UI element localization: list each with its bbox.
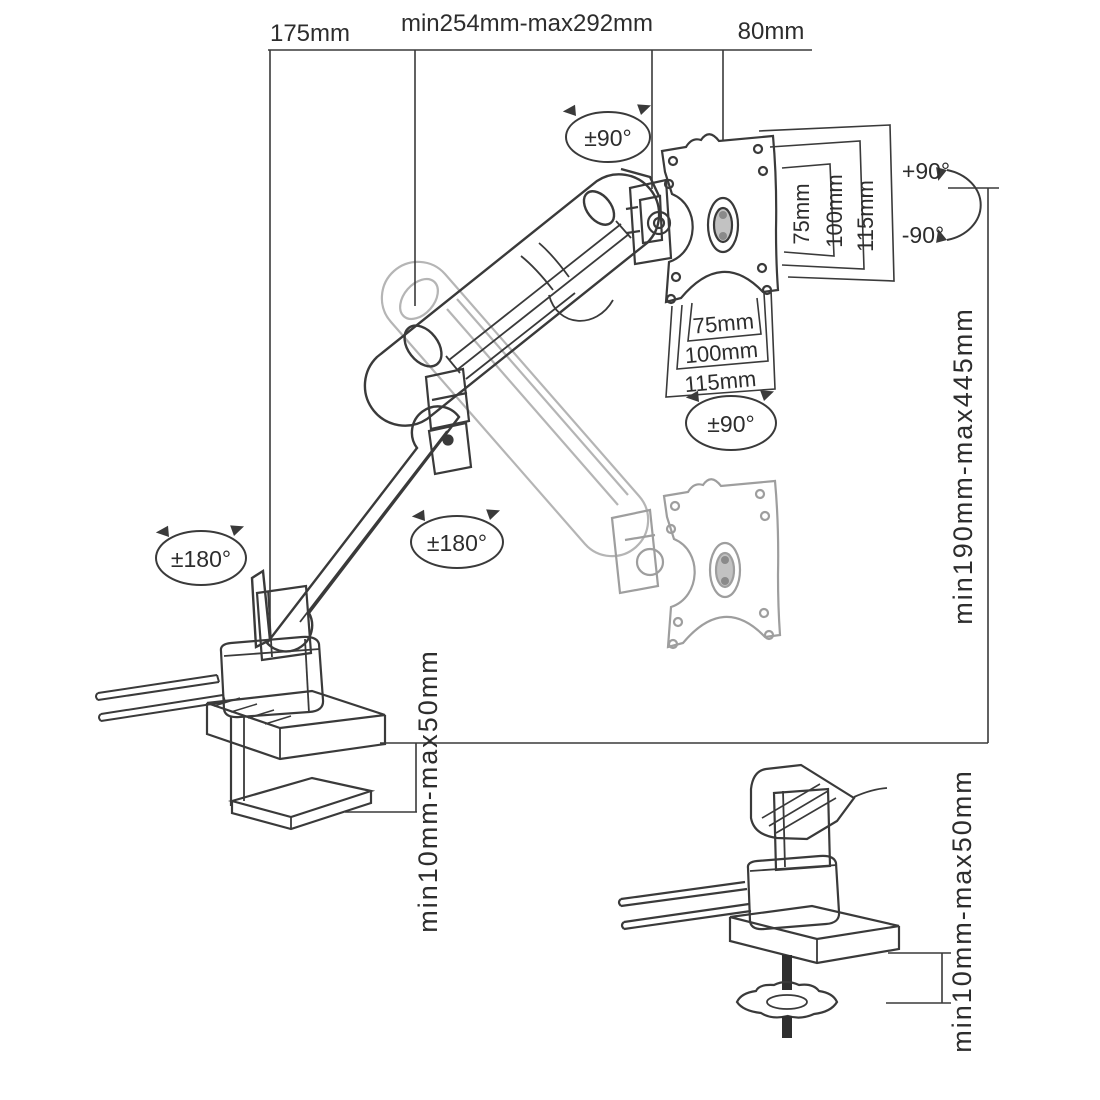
vesa-75-vertical-bracket <box>781 163 835 257</box>
vesa-115-horizontal-bracket <box>665 289 776 398</box>
vesa-100-vertical-bracket <box>769 140 865 270</box>
label-offset-80: 80mm <box>738 18 805 45</box>
tilt-arc <box>946 169 982 241</box>
elbow-swivel-ellipse <box>410 515 504 569</box>
label-depth-175: 175mm <box>270 20 350 47</box>
rotation-arrows <box>155 111 982 586</box>
grommet-thickness-bracket <box>886 952 951 1004</box>
dimension-lines <box>268 49 999 1004</box>
desk-clamp-base <box>205 584 387 831</box>
head-swivel-ellipse <box>565 111 651 163</box>
dimension-labels: 175mm min254mm-max292mm 80mm ±90° +90° -… <box>171 10 978 1053</box>
vesa-plate <box>660 133 780 305</box>
clamp-tightening-rods <box>95 674 226 722</box>
clamp-thickness-bracket <box>345 743 417 813</box>
label-vesa-v-100: 100mm <box>822 174 847 247</box>
label-tilt-up: +90° <box>902 158 950 184</box>
ghost-vesa-joint <box>610 508 665 595</box>
grommet-mount-detail <box>617 763 901 1038</box>
label-reach-range: min254mm-max292mm <box>401 10 653 37</box>
label-height-range: min190mm-max445mm <box>948 307 978 625</box>
elbow-joint <box>424 367 473 476</box>
ghost-vesa-plate <box>662 478 782 650</box>
label-vesa-h-75: 75mm <box>692 308 755 338</box>
label-vesa-rotate: ±90° <box>707 411 754 437</box>
label-clamp-range: min10mm-max50mm <box>413 649 443 933</box>
label-vesa-h-115: 115mm <box>684 366 758 397</box>
lower-arm <box>250 405 461 653</box>
label-grommet-range: min10mm-max50mm <box>947 769 977 1053</box>
vesa-rotate-ellipse <box>685 395 777 451</box>
label-head-swivel: ±90° <box>584 125 631 151</box>
vesa-quick-release-bracket <box>625 178 673 266</box>
label-tilt-down: -90° <box>902 222 944 248</box>
label-vesa-v-115: 115mm <box>853 180 878 252</box>
label-vesa-v-75: 75mm <box>789 183 814 244</box>
vesa-115-vertical-bracket <box>758 124 895 282</box>
base-swivel-ellipse <box>155 530 247 586</box>
vesa-75-horizontal-bracket <box>687 297 762 342</box>
vesa-100-horizontal-bracket <box>676 292 769 370</box>
label-elbow-swivel: ±180° <box>427 530 487 556</box>
label-base-swivel: ±180° <box>171 546 231 572</box>
upper-arm <box>363 167 661 427</box>
